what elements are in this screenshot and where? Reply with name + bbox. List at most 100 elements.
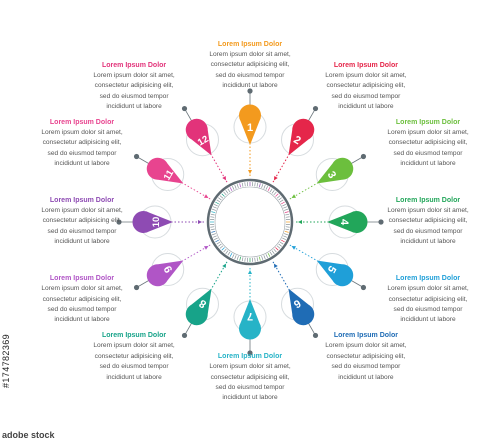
ring-tick [215,239,219,243]
label-title: Lorem Ipsum Dolor [101,61,167,69]
ring-tick [256,257,259,262]
ring-tick [265,185,269,190]
label-body-line: sed do eiusmod tempor [215,71,285,79]
ring-tick [239,256,242,261]
label-body-line: sed do eiusmod tempor [47,149,117,157]
pin-10-drop [132,211,173,234]
ring-tick [221,247,225,251]
label-body: Lorem ipsum dolor sit amet,consectetur a… [358,206,498,248]
ring-tick [263,255,266,260]
label-body: Lorem ipsum dolor sit amet,consectetur a… [358,128,498,170]
ring-tick [267,253,271,257]
label-body: Lorem ipsum dolor sit amet,consectetur a… [12,206,152,248]
ring-tick [281,239,285,243]
outer-dot [312,105,319,112]
label-body-line: incididunt ut labore [222,81,278,89]
label-body-line: incididunt ut labore [222,394,278,402]
ring-tick [218,243,222,247]
outer-dot [312,332,319,339]
pin-12-drop [185,118,212,156]
label-body-line: incididunt ut labore [338,102,394,110]
label-body-line: sed do eiusmod tempor [215,384,285,392]
pin-3-number: 3 [325,169,338,180]
connector-dotted [272,152,291,183]
label-title: Lorem Ipsum Dolor [333,332,398,340]
label-body-line: Lorem ipsum dolor sit amet, [93,71,175,79]
outer-dot [360,153,367,160]
label-body: Lorem ipsum dolor sit amet,consectetur a… [64,71,204,113]
label-body-line: Lorem ipsum dolor sit amet, [325,71,407,79]
label-body-line: sed do eiusmod tempor [99,92,169,100]
pin-1-drop [239,104,261,145]
ring-tick [278,243,282,247]
ring-tick [271,250,275,254]
label-body-line: consectetur adipisicing elit, [388,217,468,225]
pin-2-number: 2 [291,134,302,147]
ring-tick [269,188,273,193]
pin-8-drop [185,288,212,326]
ring-tick [276,195,281,199]
ring-tick [210,226,215,228]
ring-tick [278,197,282,201]
ring-tick [215,201,219,205]
label-body-line: sed do eiusmod tempor [47,305,117,313]
ring-tick [273,191,277,196]
label-body-line: sed do eiusmod tempor [331,363,401,371]
pin-11-drop [146,157,184,184]
center-ring [206,178,294,266]
label-body: Lorem ipsum dolor sit amet,consectetur a… [296,341,436,383]
label-body-line: consectetur adipisicing elit, [388,139,468,147]
ring-tick [261,255,264,260]
ring-tick [271,190,275,194]
connector-arrow [274,175,278,181]
connector-arrow [248,270,252,274]
ring-tick [285,226,290,228]
pin-6-drop [288,288,315,326]
label-body: Lorem ipsum dolor sit amet,consectetur a… [180,362,320,404]
label-body-line: incididunt ut labore [400,316,456,324]
ring-tick [283,233,288,236]
label-body-line: Lorem ipsum dolor sit amet, [387,285,469,293]
ring-tick [254,182,256,187]
label-body-line: incididunt ut labore [54,238,110,246]
ring-tick [229,253,233,257]
label-body-line: consectetur adipisicing elit, [326,82,406,90]
ring-tick [269,251,273,256]
connector-arrow [222,175,226,181]
ring-tick [234,255,237,260]
ring-tick [225,190,229,194]
label-title: Lorem Ipsum Dolor [217,353,283,361]
ring-tick [219,245,224,249]
connector-dotted [180,244,211,263]
ring-tick [275,247,279,251]
ring-tick [223,191,227,196]
stock-footer [0,425,500,445]
ring-tick [229,187,233,191]
ring-tick [267,187,271,191]
connector-arrow [248,170,252,174]
label-title: Lorem Ipsum Dolor [49,118,115,126]
label-body-line: sed do eiusmod tempor [393,305,463,313]
ring-tick [212,208,217,211]
stock-id: #174782369 [1,333,11,388]
label-title: Lorem Ipsum Dolor [49,197,115,204]
connector-arrow [203,246,209,250]
outer-dot [360,284,367,291]
label-body-line: incididunt ut labore [54,160,110,168]
ring-tick [212,233,217,236]
pin-5-number: 5 [325,263,338,274]
ring-tick [216,241,221,245]
ring-tick [283,206,288,209]
connector-dotted [289,181,320,200]
label-body-line: incididunt ut labore [338,373,394,381]
outer-dot [247,350,253,356]
ring-tick [256,182,259,187]
ring-tick [227,251,231,256]
